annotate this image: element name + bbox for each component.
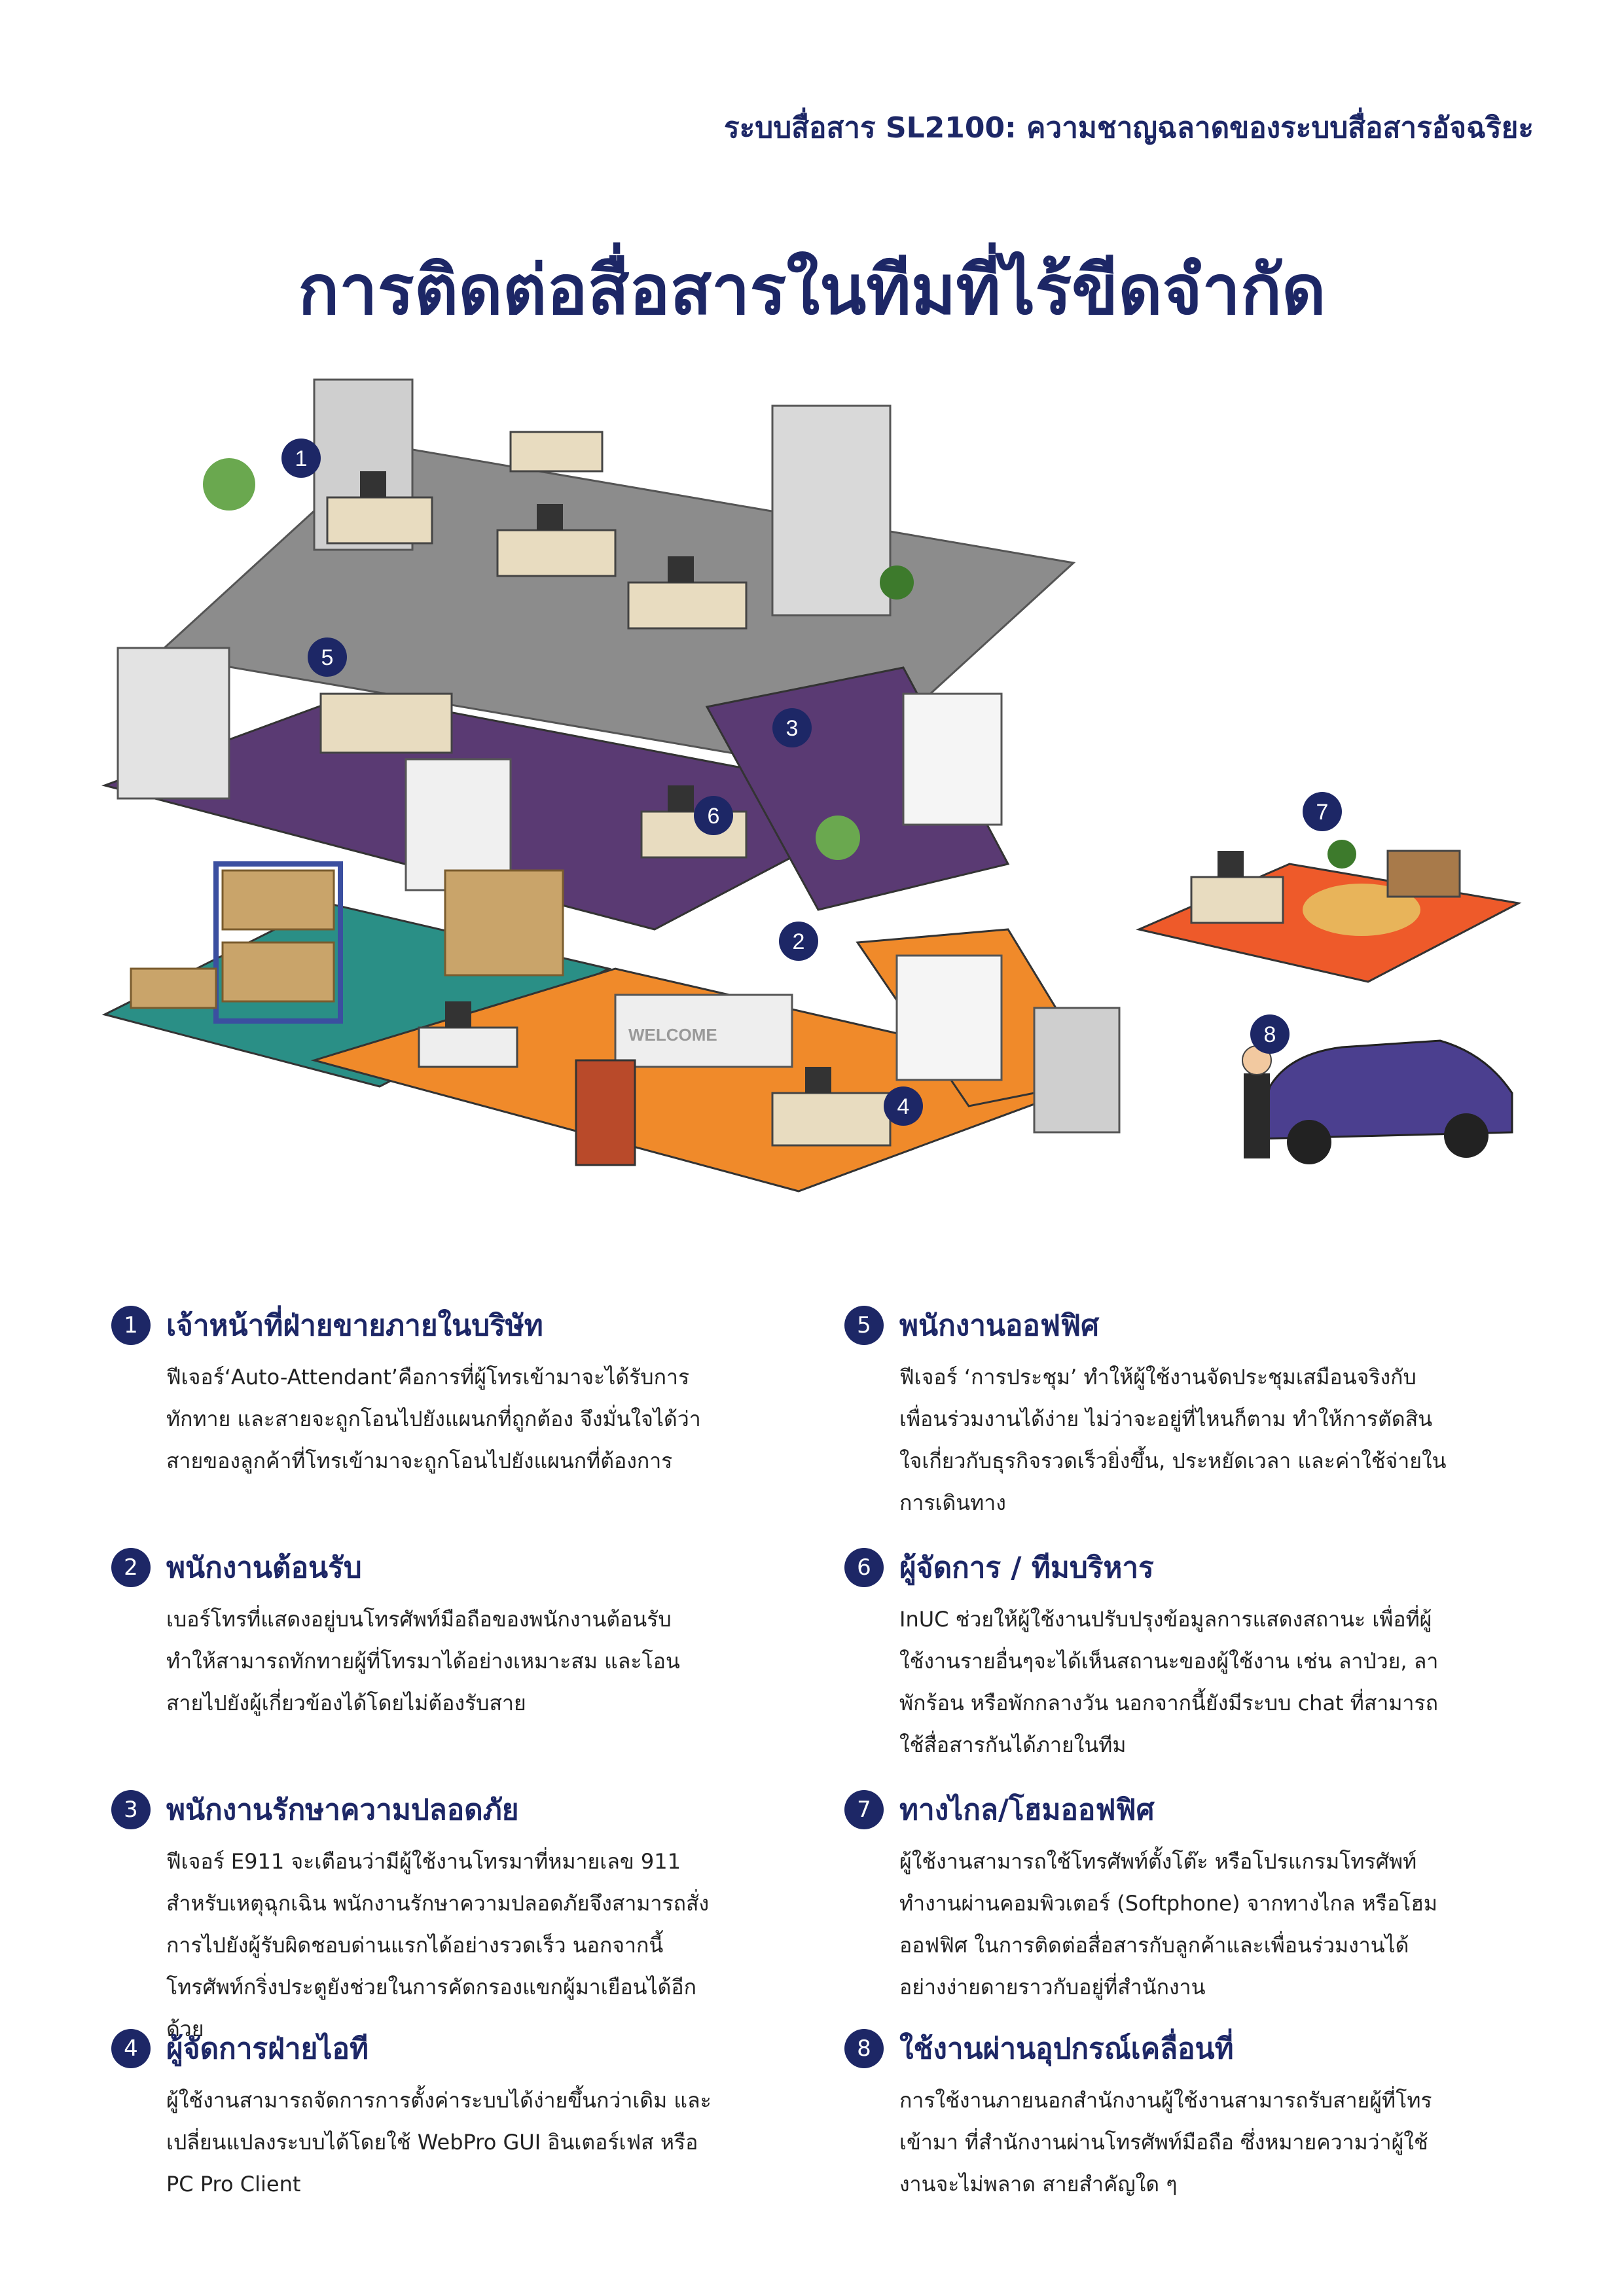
feature-8-number: 8	[844, 2029, 884, 2068]
feature-1-title: เจ้าหน้าที่ฝ่ายขายภายในบริษัท	[166, 1309, 543, 1342]
feature-8-title: ใช้งานผ่านอุปกรณ์เคลื่อนที่	[899, 2032, 1234, 2066]
boxes-2	[221, 941, 335, 1003]
monitor-6	[668, 785, 694, 812]
svg-text:6: 6	[708, 804, 720, 829]
feature-2-description: เบอร์โทรที่แสดงอยู่บนโทรศัพท์มือถือของพน…	[166, 1607, 680, 1715]
marker-2: 2	[779, 922, 818, 961]
svg-text:3: 3	[786, 716, 799, 741]
svg-text:1: 1	[295, 446, 308, 471]
feature-1: 1 เจ้าหน้าที่ฝ่ายขายภายในบริษัท ฟีเจอร์‘…	[111, 1302, 713, 1482]
feature-5: 5 พนักงานออฟฟิศ ฟีเจอร์ ‘การประชุม’ ทำให…	[844, 1302, 1447, 1524]
desk-1b	[496, 529, 617, 577]
monitor-4	[805, 1067, 831, 1093]
stair-office	[902, 692, 1003, 826]
svg-text:8: 8	[1264, 1022, 1276, 1047]
svg-text:2: 2	[793, 929, 805, 954]
feature-4: 4 ผู้จัดการฝ่ายไอที ผู้ใช้งานสามารถจัดกา…	[111, 2026, 713, 2205]
office-illustration: WELCOME 1 5 3 6 7 2 4 8	[101, 378, 1522, 1193]
feature-5-number: 5	[844, 1306, 884, 1345]
feature-3-title: พนักงานรักษาความปลอดภัย	[166, 1793, 519, 1827]
marker-8: 8	[1250, 1014, 1290, 1054]
desk-7	[1190, 876, 1284, 924]
feature-5-description: ฟีเจอร์ ‘การประชุม’ ทำให้ผู้ใช้งานจัดประ…	[899, 1365, 1447, 1515]
svg-text:4: 4	[897, 1094, 910, 1119]
monitor-warehouse	[445, 1001, 471, 1028]
feature-8-description: การใช้งานภายนอกสำนักงานผู้ใช้งานสามารถรั…	[899, 2088, 1432, 2197]
feature-3-description: ฟีเจอร์ E911 จะเตือนว่ามีผู้ใช้งานโทรมาท…	[166, 1849, 710, 2041]
feature-3: 3 พนักงานรักษาความปลอดภัย ฟีเจอร์ E911 จ…	[111, 1787, 713, 2050]
monitor-1	[360, 471, 386, 497]
monitor-7	[1218, 851, 1244, 877]
plant-top	[203, 458, 255, 511]
feature-2: 2 พนักงานต้อนรับ เบอร์โทรที่แสดงอยู่บนโท…	[111, 1545, 713, 1724]
marker-7: 7	[1303, 792, 1342, 831]
feature-6: 6 ผู้จัดการ / ทีมบริหาร InUC ช่วยให้ผู้ใ…	[844, 1545, 1447, 1766]
svg-text:5: 5	[321, 645, 334, 670]
plant-office	[816, 816, 860, 860]
feature-7: 7 ทางไกล/โฮมออฟฟิศ ผู้ใช้งานสามารถใช้โทร…	[844, 1787, 1447, 2008]
feature-4-description: ผู้ใช้งานสามารถจัดการการตั้งค่าระบบได้ง่…	[166, 2088, 712, 2197]
marker-3: 3	[772, 708, 812, 747]
page-title: การติดต่อสื่อสารในทีมที่ไร้ขีดจำกัด	[298, 250, 1326, 330]
boxes-4	[130, 967, 217, 1009]
person-mobile	[1244, 1073, 1270, 1158]
feature-7-title: ทางไกล/โฮมออฟฟิศ	[899, 1793, 1155, 1827]
feature-8: 8 ใช้งานผ่านอุปกรณ์เคลื่อนที่ การใช้งานภ…	[844, 2026, 1447, 2205]
feature-4-title: ผู้จัดการฝ่ายไอที	[166, 2032, 369, 2066]
page-subtitle: ระบบสื่อสาร SL2100: ความชาญฉลาดของระบบสื…	[724, 111, 1534, 145]
feature-6-number: 6	[844, 1548, 884, 1587]
boxes-1	[221, 869, 335, 931]
feature-6-title: ผู้จัดการ / ทีมบริหาร	[899, 1551, 1154, 1585]
car	[1255, 1039, 1513, 1140]
desk-1c	[627, 581, 748, 630]
feature-5-title: พนักงานออฟฟิศ	[899, 1309, 1100, 1342]
car-wheel-front	[1287, 1120, 1331, 1164]
feature-7-number: 7	[844, 1790, 884, 1829]
feature-1-description: ฟีเจอร์‘Auto-Attendant’คือการที่ผู้โทรเข…	[166, 1365, 701, 1473]
cabinet-office	[117, 647, 230, 800]
monitor-1c	[668, 556, 694, 583]
desk-1d	[509, 431, 604, 473]
desk-4	[771, 1092, 892, 1147]
stair-reception	[895, 954, 1003, 1081]
cabinet-home	[1386, 850, 1461, 898]
door-entrance	[575, 1059, 636, 1166]
feature-2-title: พนักงานต้อนรับ	[166, 1551, 362, 1585]
feature-3-number: 3	[111, 1790, 151, 1829]
plant-top-2	[880, 565, 914, 600]
marker-5: 5	[308, 637, 347, 677]
car-wheel-rear	[1444, 1113, 1489, 1158]
feature-4-number: 4	[111, 2029, 151, 2068]
cabinet-white	[405, 758, 512, 891]
feature-2-number: 2	[111, 1548, 151, 1587]
marker-6: 6	[694, 796, 733, 835]
marker-1: 1	[281, 439, 321, 478]
feature-1-number: 1	[111, 1306, 151, 1345]
elevator-door-top	[771, 404, 892, 617]
boxes-3	[444, 869, 564, 977]
feature-6-description: InUC ช่วยให้ผู้ใช้งานปรับปรุงข้อมูลการแส…	[899, 1607, 1439, 1757]
monitor-1b	[537, 504, 563, 530]
shelf-warehouse	[213, 861, 343, 1024]
meeting-table	[319, 692, 453, 754]
welcome-sign: WELCOME	[628, 1025, 717, 1045]
cabinet-grey	[1033, 1007, 1121, 1134]
reception-desk	[614, 994, 793, 1068]
plant-home	[1327, 840, 1356, 869]
svg-text:7: 7	[1316, 800, 1329, 825]
desk-warehouse	[418, 1026, 518, 1068]
marker-4: 4	[884, 1086, 923, 1126]
desk-1	[326, 496, 433, 545]
feature-7-description: ผู้ใช้งานสามารถใช้โทรศัพท์ตั้งโต๊ะ หรือโ…	[899, 1849, 1437, 2000]
